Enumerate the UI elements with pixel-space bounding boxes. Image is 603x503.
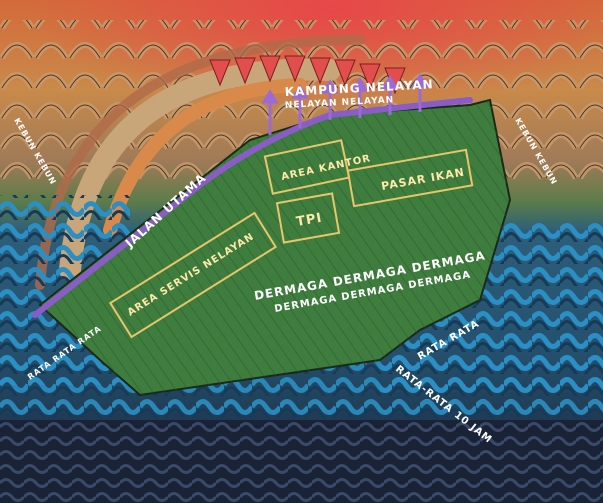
sea-deep-waves bbox=[0, 420, 603, 503]
